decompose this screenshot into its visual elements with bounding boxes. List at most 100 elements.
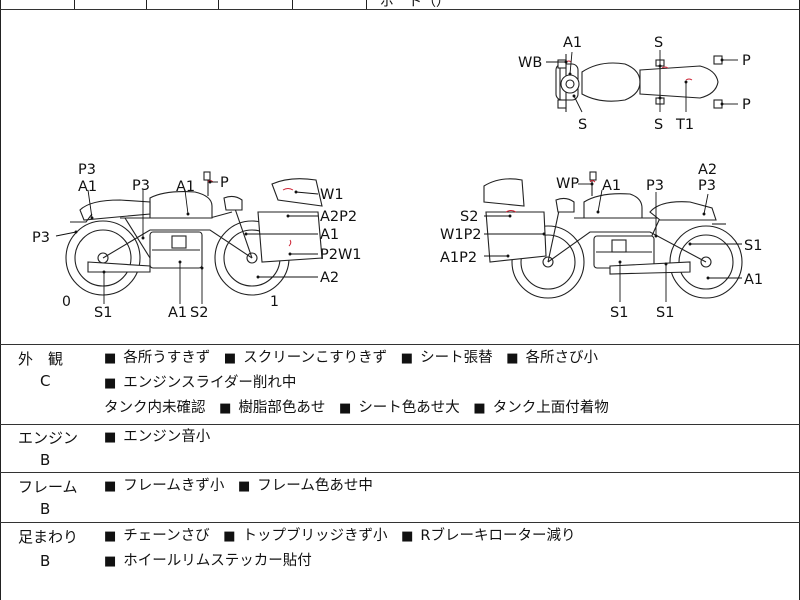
right-view-damage-marks xyxy=(505,180,596,213)
label-top-s: S xyxy=(578,117,587,133)
finding-text: 各所うすきず xyxy=(123,350,211,366)
label-top-s: S xyxy=(654,35,663,51)
finding-item: ■ホイールリムステッカー貼付 xyxy=(104,553,321,569)
label-right-a1: A1 xyxy=(602,178,621,194)
label-left-p3: P3 xyxy=(78,162,96,178)
finding-item: タンク内未確認 xyxy=(104,400,215,416)
finding-item: ■ トップブリッジきず小 xyxy=(223,528,396,544)
section-grade-frame: B xyxy=(40,500,51,518)
section-grade-exterior: C xyxy=(40,372,51,390)
left-view-bike xyxy=(65,171,323,296)
label-top-a1: A1 xyxy=(563,35,582,51)
left-view-leaders xyxy=(55,180,319,304)
label-left-a2: A2 xyxy=(320,270,339,286)
bullet-mark: ■ xyxy=(401,529,414,544)
bullet-mark: ■ xyxy=(104,351,117,366)
section-findings-suspension: ■ チェーンさび ■ トップブリッジきず小 ■ Rブレーキローター減り ■ホイールリム… xyxy=(104,524,794,574)
label-top-p: P xyxy=(742,97,751,113)
label-left-a1: A1 xyxy=(320,227,339,243)
header-cropped-text: ボ ト（） xyxy=(380,0,450,10)
right-view-bike xyxy=(483,171,743,299)
section-rule xyxy=(0,472,800,473)
label-left-a1: A1 xyxy=(78,179,97,195)
finding-item: ■ 各所さび小 xyxy=(506,350,607,366)
left-border xyxy=(0,0,1,600)
finding-text: 各所さび小 xyxy=(525,350,599,366)
section-name-engine: エンジン xyxy=(18,429,79,447)
label-left-p3: P3 xyxy=(132,178,150,194)
label-right-s1: S1 xyxy=(744,238,762,254)
section-grade-suspension: B xyxy=(40,552,51,570)
label-left-p: P xyxy=(220,175,229,191)
finding-text: エンジンスライダー削れ中 xyxy=(123,375,297,391)
section-findings-engine: ■エンジン音小 xyxy=(104,425,794,450)
bullet-mark: ■ xyxy=(506,351,519,366)
finding-text: トップブリッジきず小 xyxy=(242,528,388,544)
label-left-a1: A1 xyxy=(176,179,195,195)
bullet-mark: ■ xyxy=(104,529,117,544)
bullet-mark: ■ xyxy=(223,529,236,544)
top-view-leaders xyxy=(546,50,738,113)
section-rule xyxy=(0,424,800,425)
bullet-mark: ■ xyxy=(237,479,251,494)
bullet-mark: ■ xyxy=(104,376,117,391)
finding-text: チェーンさび xyxy=(123,528,210,544)
finding-item: ■ フレーム色あせ中 xyxy=(238,478,382,494)
label-left-a1: A1 xyxy=(168,305,187,321)
label-right-w1p2: W1P2 xyxy=(440,227,482,243)
section-name-exterior: 外 観 xyxy=(18,350,64,368)
header-divider xyxy=(74,0,75,9)
label-right-a1: A1 xyxy=(744,272,763,288)
finding-text: タンク内未確認 xyxy=(104,400,206,416)
section-name-frame: フレーム xyxy=(18,478,78,496)
bullet-mark: ■ xyxy=(104,430,117,445)
label-right-a1p2: A1P2 xyxy=(440,250,477,266)
finding-item: ■ チェーンさび xyxy=(104,528,219,544)
bullet-mark: ■ xyxy=(400,351,414,366)
finding-item: ■ 樹脂部色あせ xyxy=(219,400,334,416)
label-top-wb: WB xyxy=(518,55,542,71)
top-view-labels: A1 S WB P P S S T1 xyxy=(518,35,751,133)
top-view-bike xyxy=(555,54,723,112)
bullet-mark: ■ xyxy=(104,479,117,494)
section-findings-frame: ■ フレームきず小 ■ フレーム色あせ中 xyxy=(104,474,794,499)
label-right-s1: S1 xyxy=(656,305,674,321)
finding-text: シート色あせ大 xyxy=(358,400,460,416)
finding-item: ■ Rブレーキローター減り xyxy=(401,528,584,544)
header-divider xyxy=(292,0,293,9)
label-left-a2p2: A2P2 xyxy=(320,209,357,225)
bullet-mark: ■ xyxy=(473,401,486,416)
label-top-s: S xyxy=(654,117,663,133)
label-left-1: 1 xyxy=(270,294,279,310)
header-bottom-rule xyxy=(0,9,800,10)
bullet-mark: ■ xyxy=(219,401,232,416)
label-right-s2: S2 xyxy=(460,209,478,225)
finding-item: ■ エンジンスライダー削れ中 xyxy=(104,375,305,391)
finding-text: フレーム色あせ中 xyxy=(257,478,373,494)
header-divider xyxy=(146,0,147,9)
finding-item: ■スクリーンこすりきず xyxy=(224,350,396,366)
finding-text: Rブレーキローター減り xyxy=(420,528,576,544)
finding-text: 樹脂部色あせ xyxy=(238,400,326,416)
bullet-mark: ■ xyxy=(223,351,237,366)
diagram-bottom-rule xyxy=(0,344,800,345)
label-top-t1: T1 xyxy=(675,117,694,133)
section-findings-exterior: ■各所うすきず ■スクリーンこすりきず ■シート張替 ■各所さび小 ■エンジンス… xyxy=(104,346,794,421)
finding-item: ■ 各所うすきず xyxy=(104,350,219,366)
right-view-labels: A2 WP A1 P3 P3 S2 W1P2 A1P2 S1 A1 S1 S1 xyxy=(440,162,763,321)
finding-item: ■ フレームきず小 xyxy=(104,478,233,494)
header-divider xyxy=(218,0,219,9)
label-right-a2: A2 xyxy=(698,162,717,178)
section-rule xyxy=(0,522,800,523)
label-left-p3: P3 xyxy=(32,230,50,246)
label-top-p: P xyxy=(742,53,751,69)
label-left-w1: W1 xyxy=(320,187,344,203)
left-view-labels: P3 A1 P3 A1 P W1 A2P2 A1 P2W1 A2 P3 0 1 … xyxy=(32,162,362,321)
label-right-p3: P3 xyxy=(698,178,716,194)
section-grade-engine: B xyxy=(40,451,51,469)
label-left-s2: S2 xyxy=(190,305,208,321)
finding-item: ■シート色あせ大 xyxy=(339,400,469,416)
finding-item: ■エンジン音小 xyxy=(104,429,219,445)
finding-text: フレームきず小 xyxy=(123,478,225,494)
